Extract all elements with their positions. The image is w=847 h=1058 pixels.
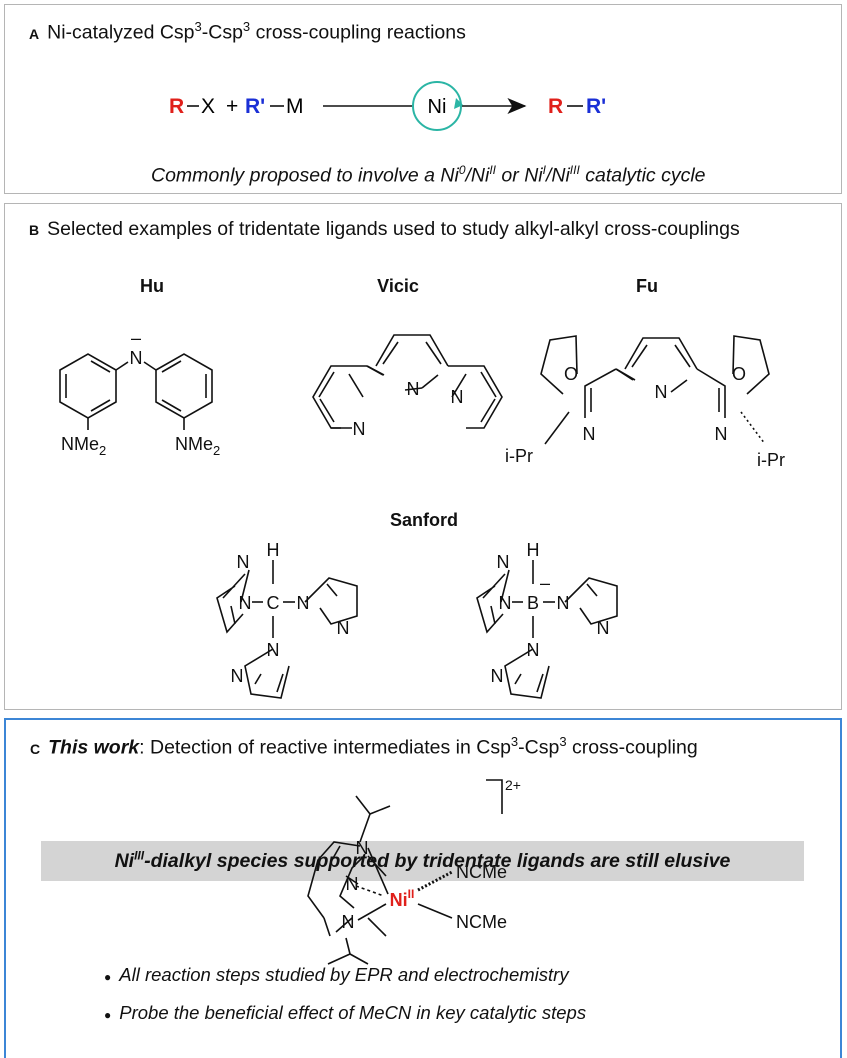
sanford-h-c: H: [267, 540, 280, 560]
fu-n-left: N: [583, 424, 596, 444]
bullet-item-1: ●All reaction steps studied by EPR and e…: [104, 964, 569, 985]
svg-text:N: N: [297, 593, 310, 613]
hu-amide-n: N: [130, 348, 143, 368]
reactant-r: R: [169, 95, 184, 118]
sanford-h-b: H: [527, 540, 540, 560]
vicic-terpyridine-structure: N N N: [312, 334, 503, 439]
svg-text:N: N: [497, 552, 510, 572]
reaction-scheme: R X + R' M Ni R R': [169, 81, 606, 131]
fu-ipr-right: i-Pr: [757, 450, 785, 470]
ligand-name-sanford: Sanford: [389, 510, 459, 530]
svg-text:N: N: [597, 618, 610, 638]
bullet-marker: ●: [104, 970, 112, 984]
catalytic-cycle-note: Commonly proposed to involve a Ni0/NiII …: [151, 163, 706, 187]
catalytic-cycle-circle: [412, 81, 462, 131]
svg-text:N: N: [557, 593, 570, 613]
reactant-rprime: R': [245, 95, 265, 118]
fu-ipr-left: i-Pr: [505, 446, 533, 466]
leaving-group-x: X: [201, 95, 215, 118]
hu-left-nme2: NMe2: [61, 434, 106, 458]
vicic-n-left: N: [353, 419, 366, 439]
ligand-name-vicic: Vicic: [377, 276, 419, 296]
svg-text:N: N: [239, 593, 252, 613]
sanford-b-charge: –: [540, 573, 550, 593]
complex-charge: 2+: [505, 777, 521, 793]
sanford-tpm-structure: H C N N N N N N: [216, 540, 358, 699]
complex-ligand-ncme-bottom: NCMe: [456, 912, 507, 932]
complex-n-top: N: [356, 838, 369, 858]
sanford-tp-structure: H B – N N N N N N: [476, 540, 618, 699]
fu-n-right: N: [715, 424, 728, 444]
vicic-n-center: N: [407, 379, 420, 399]
ligand-structures: N – NMe2 NMe2 N N N: [59, 328, 785, 699]
hu-ligand-structure: N – NMe2 NMe2: [59, 328, 220, 458]
fu-o-right: O: [732, 364, 746, 384]
ligand-name-fu: Fu: [636, 276, 658, 296]
panel-a-letter: A: [29, 25, 40, 42]
fu-n-pyridine: N: [655, 382, 668, 402]
ligand-name-hu: Hu: [140, 276, 164, 296]
hu-amide-charge: –: [131, 328, 141, 348]
elusive-species-banner: NiIII-dialkyl species supported by tride…: [41, 841, 804, 881]
panel-b-letter: B: [29, 222, 40, 238]
complex-metal: NiII: [390, 887, 415, 910]
catalyst-ni: Ni: [428, 96, 447, 118]
product-rprime: R': [586, 95, 606, 118]
fu-pybox-structure: N O O N N i-Pr i-Pr: [505, 335, 785, 470]
svg-text:N: N: [267, 640, 280, 660]
complex-n-middle: N: [346, 874, 359, 894]
fu-o-left: O: [564, 364, 578, 384]
svg-text:N: N: [527, 640, 540, 660]
complex-ligand-ncme-top: NCMe: [456, 862, 507, 882]
sanford-b-center: B: [527, 593, 539, 613]
metal-m: M: [286, 95, 304, 118]
bullet-marker: ●: [104, 1008, 112, 1022]
product-r: R: [548, 95, 563, 118]
complex-n-bottom: N: [342, 912, 355, 932]
panel-c-letter: C: [30, 740, 41, 757]
vicic-n-right: N: [451, 387, 464, 407]
sanford-c-center: C: [267, 593, 280, 613]
svg-text:N: N: [337, 618, 350, 638]
nickel-complex-structure: 2+ N N N NiII NCMe NCMe: [307, 777, 521, 965]
plus-sign: +: [226, 95, 238, 118]
hu-right-nme2: NMe2: [175, 434, 220, 458]
cycle-arrowhead: [454, 98, 463, 109]
svg-text:N: N: [231, 666, 244, 686]
svg-text:N: N: [237, 552, 250, 572]
svg-text:N: N: [499, 593, 512, 613]
bullet-item-2: ●Probe the beneficial effect of MeCN in …: [104, 1002, 587, 1023]
svg-text:N: N: [491, 666, 504, 686]
